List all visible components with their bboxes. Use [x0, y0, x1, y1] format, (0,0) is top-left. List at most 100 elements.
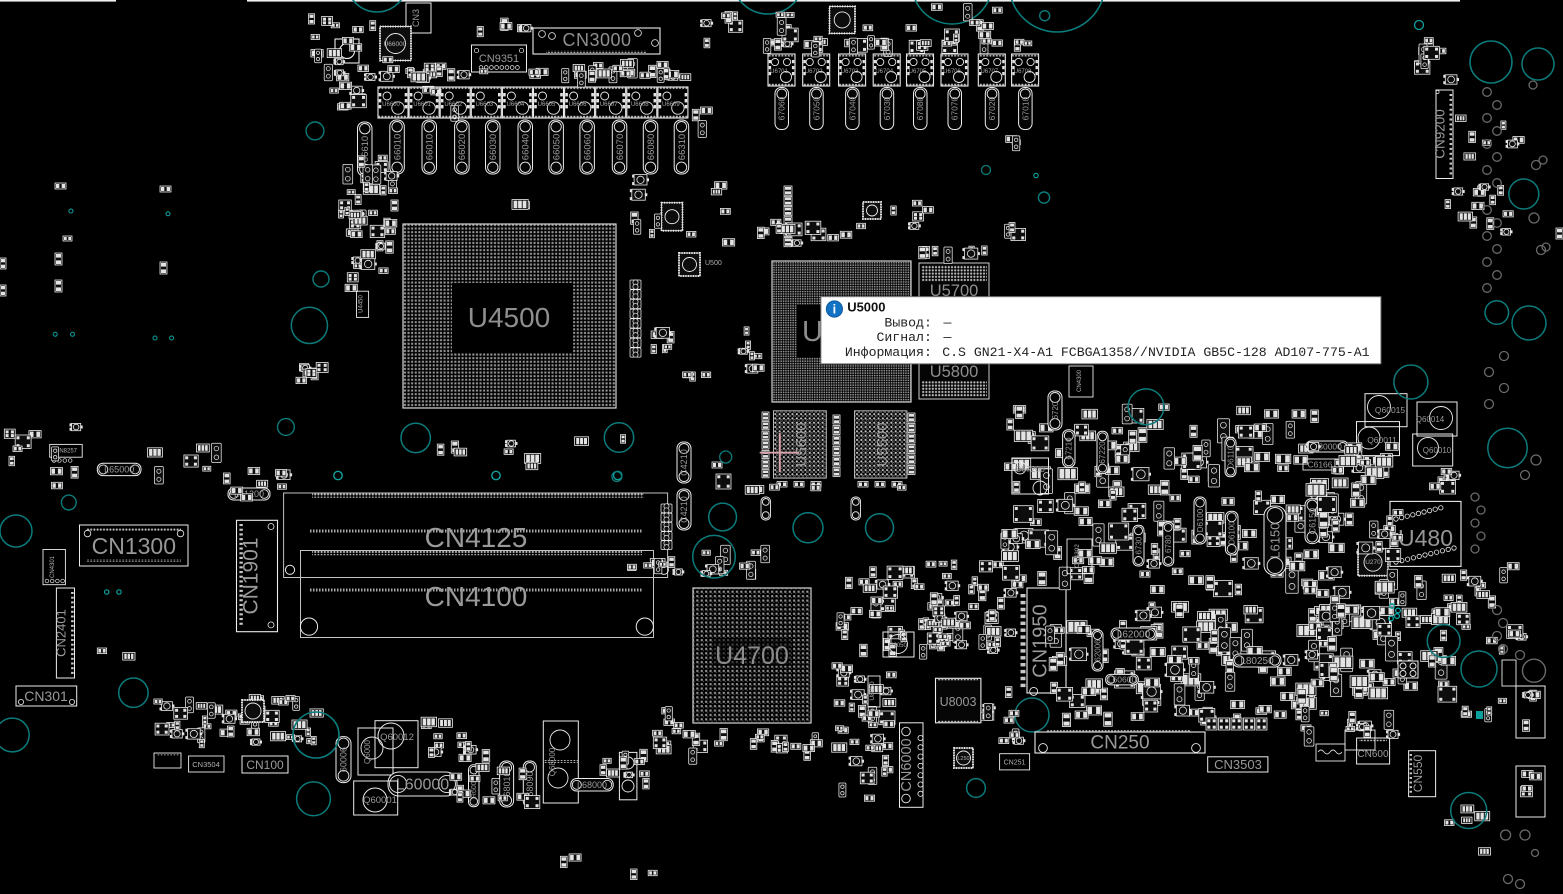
svg-text:66070: 66070 — [615, 134, 626, 160]
svg-text:67050: 67050 — [811, 96, 821, 120]
svg-text:CN3504: CN3504 — [192, 760, 220, 769]
svg-text:66030: 66030 — [488, 134, 499, 160]
svg-text:U500: U500 — [705, 260, 722, 267]
svg-text:Q60010: Q60010 — [1423, 446, 1452, 455]
svg-text:U6707: U6707 — [980, 69, 998, 75]
svg-text:U480: U480 — [1398, 525, 1453, 551]
svg-text:U6602: U6602 — [444, 102, 462, 108]
svg-text:Q60014: Q60014 — [1416, 415, 1445, 424]
svg-text:66060: 66060 — [582, 134, 593, 160]
svg-text:66040: 66040 — [521, 134, 532, 160]
svg-text:C6166: C6166 — [1307, 460, 1332, 470]
svg-text:CN3503: CN3503 — [1214, 757, 1262, 772]
svg-text:C6150: C6150 — [1307, 508, 1317, 535]
svg-text:U6607: U6607 — [600, 102, 618, 108]
svg-text:62006: 62006 — [1093, 639, 1102, 662]
svg-text:CN3000: CN3000 — [562, 30, 631, 50]
svg-text:66050: 66050 — [551, 134, 562, 160]
svg-text:U6605: U6605 — [538, 102, 556, 108]
svg-text:CN4301: CN4301 — [50, 555, 56, 578]
svg-text:L60000: L60000 — [396, 777, 449, 794]
svg-text:CN1901: CN1901 — [240, 537, 263, 614]
svg-text:67030: 67030 — [882, 96, 892, 120]
svg-text:CN600: CN600 — [1357, 749, 1389, 760]
svg-text:L68000: L68000 — [577, 780, 607, 790]
svg-text:L65000: L65000 — [104, 465, 134, 475]
svg-text:66310: 66310 — [677, 134, 688, 160]
svg-text:CN9351: CN9351 — [479, 53, 519, 65]
svg-text:C4210: C4210 — [679, 496, 689, 523]
svg-text:68010: 68010 — [502, 771, 512, 796]
svg-text:U6600: U6600 — [382, 102, 400, 108]
svg-text:60006: 60006 — [339, 747, 349, 772]
svg-text:—: — — [943, 315, 952, 330]
svg-text:C67200: C67200 — [1015, 464, 1045, 474]
svg-text:U4500: U4500 — [468, 302, 551, 333]
svg-text:CN6000: CN6000 — [899, 738, 915, 791]
svg-text:67070: 67070 — [950, 96, 960, 120]
svg-text:67060: 67060 — [777, 96, 787, 120]
svg-text:L62000: L62000 — [1117, 630, 1151, 641]
svg-text:U270: U270 — [1365, 559, 1381, 566]
svg-text:D6100: D6100 — [1196, 508, 1205, 532]
svg-text:C4210: C4210 — [679, 449, 689, 476]
svg-text:CN4100: CN4100 — [425, 581, 528, 612]
svg-text:R60001: R60001 — [471, 773, 478, 798]
svg-text:U6706: U6706 — [943, 69, 961, 75]
svg-text:Q60015: Q60015 — [1375, 405, 1406, 415]
svg-text:66080: 66080 — [646, 134, 657, 160]
svg-text:CN8257: CN8257 — [55, 449, 78, 455]
svg-text:CN1300: CN1300 — [92, 533, 176, 559]
svg-text:U5700: U5700 — [930, 282, 979, 300]
svg-text:U6601: U6601 — [413, 102, 431, 108]
svg-text:U6702: U6702 — [805, 69, 823, 75]
svg-text:CN4125: CN4125 — [425, 522, 528, 553]
svg-text:U6705: U6705 — [909, 69, 927, 75]
svg-text:Q60011: Q60011 — [1367, 435, 1397, 445]
svg-text:67210: 67210 — [1065, 437, 1074, 460]
svg-text:U8050: U8050 — [889, 643, 907, 649]
svg-text:CN301: CN301 — [24, 688, 68, 704]
svg-text:—: — — [943, 330, 952, 345]
svg-text:CN2401: CN2401 — [54, 609, 69, 657]
svg-text:CN3: CN3 — [411, 9, 421, 27]
svg-text:U6703: U6703 — [841, 69, 859, 75]
svg-text:6730: 6730 — [1134, 536, 1143, 554]
svg-text:6720: 6720 — [1051, 401, 1060, 419]
svg-text:U4450: U4450 — [359, 295, 365, 313]
svg-text:U5600: U5600 — [793, 422, 810, 466]
svg-text:U6606: U6606 — [569, 102, 587, 108]
svg-text:D6100: D6100 — [1228, 521, 1237, 545]
svg-text:CN550: CN550 — [1411, 755, 1425, 793]
svg-text:CN9200: CN9200 — [1433, 109, 1448, 159]
svg-text:6780: 6780 — [1164, 535, 1173, 553]
svg-text:U6609: U6609 — [662, 102, 680, 108]
svg-text:U8003: U8003 — [940, 695, 977, 709]
svg-text:i: i — [833, 303, 836, 317]
svg-text:CN251: CN251 — [1004, 760, 1026, 767]
svg-text:CN100: CN100 — [246, 758, 284, 772]
svg-text:D6110: D6110 — [1226, 445, 1235, 469]
svg-text:U6701: U6701 — [770, 69, 788, 75]
svg-text:C.S GN21-X4-A1 FCBGA1358//NVID: C.S GN21-X4-A1 FCBGA1358//NVIDIA GB5C-12… — [942, 345, 1369, 360]
svg-text:CN250: CN250 — [1090, 733, 1149, 754]
svg-text:67220: 67220 — [1098, 441, 1107, 464]
svg-text:U5000: U5000 — [847, 300, 885, 315]
svg-text:U5800: U5800 — [930, 363, 979, 381]
svg-text:L250: L250 — [957, 756, 969, 762]
svg-text:Сигнал:: Сигнал: — [876, 330, 931, 345]
svg-text:Информация:: Информация: — [845, 345, 932, 360]
svg-text:L6150: L6150 — [1268, 522, 1283, 558]
svg-text:U4700: U4700 — [715, 642, 789, 670]
svg-text:L60600: L60600 — [1108, 675, 1137, 685]
svg-text:67040: 67040 — [847, 96, 857, 120]
svg-text:U6604: U6604 — [507, 102, 525, 108]
svg-text:U6704: U6704 — [875, 69, 893, 75]
svg-text:Q60001: Q60001 — [363, 795, 397, 806]
svg-text:66020: 66020 — [457, 134, 468, 160]
svg-text:67010: 67010 — [1020, 96, 1030, 120]
svg-text:CN4300: CN4300 — [1077, 369, 1083, 392]
svg-text:CN1950: CN1950 — [1030, 604, 1052, 677]
svg-text:U6608: U6608 — [631, 102, 649, 108]
svg-text:Q60012: Q60012 — [380, 732, 414, 743]
